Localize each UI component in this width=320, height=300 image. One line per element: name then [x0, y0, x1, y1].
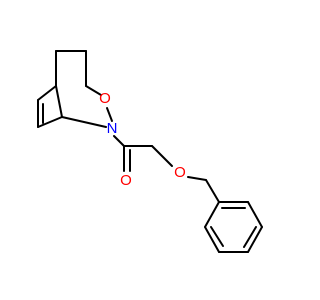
atom-label-carbonyl-oxygen: O — [120, 172, 132, 189]
bond-ether-oxygen-benzyl-ch2 — [187, 176, 207, 181]
bond-ring-3-4 — [247, 226, 263, 253]
bond-ring-5-6 — [204, 226, 220, 253]
bond-ch2-ether-oxygen — [151, 145, 173, 167]
structure-canvas: O N O O — [37, 50, 263, 253]
bond-vinyl-bridgehead-bottom — [37, 116, 63, 128]
atom-label-ether-oxygen: O — [174, 164, 186, 181]
atom-label-ring-oxygen: O — [99, 90, 111, 107]
bond-ring-2-3 — [247, 201, 263, 228]
bond-ring-inner-c — [210, 226, 224, 247]
bond-oxygen-nitrogen — [106, 107, 113, 122]
bond-bridgehead-left-bridgehead-bottom — [55, 85, 63, 118]
molecule-structure: O N O O — [37, 50, 263, 253]
bond-ring-inner-b — [243, 226, 257, 248]
bond-bridgehead-bottom-nitrogen — [61, 116, 107, 128]
bond-bridgehead-top-oxygen — [85, 85, 102, 96]
bond-nitrogen-carbonyl — [113, 135, 125, 147]
bond-bridgehead-left-vinyl — [37, 85, 57, 101]
atom-label-nitrogen: N — [107, 120, 118, 137]
bond-ring-6-1 — [204, 201, 220, 228]
bond-benzyl-ch2-ring — [205, 179, 220, 203]
